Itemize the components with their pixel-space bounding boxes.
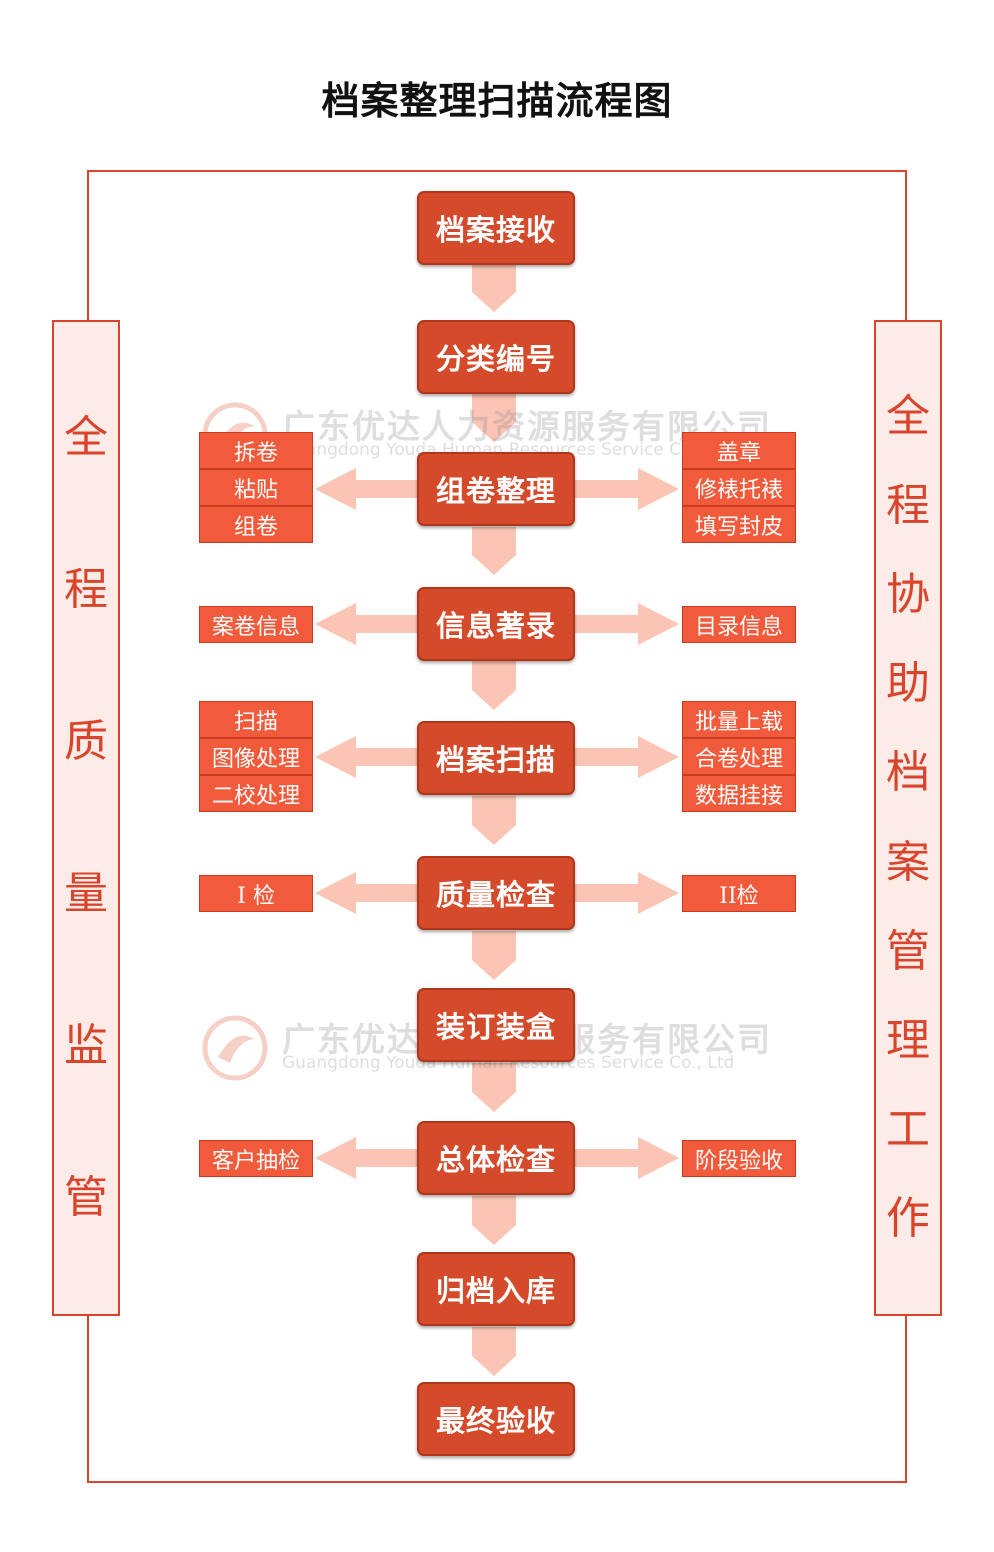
left-label-char: 程: [64, 564, 108, 615]
right-label-char: 程: [886, 479, 930, 531]
right-label-char: 理: [886, 1014, 930, 1066]
right-arrow-zujuan: [575, 468, 679, 510]
sub-item-left: I 检: [199, 875, 313, 912]
sub-item-left: 二校处理: [199, 775, 313, 812]
down-arrow-4: [472, 661, 516, 710]
sub-item-left: 粘贴: [199, 469, 313, 506]
right-label-bar: 全 程 协 助 档 案 管 理 工 作: [874, 320, 942, 1316]
right-label-char: 全: [886, 390, 930, 442]
sub-item-left: 客户抽检: [199, 1140, 313, 1177]
step-5: 档案扫描: [417, 721, 575, 795]
page-title: 档案整理扫描流程图: [321, 78, 673, 123]
right-label-char: 作: [886, 1193, 930, 1245]
sub-item-left: 组卷: [199, 506, 313, 543]
down-arrow-1: [472, 265, 516, 312]
right-arrow-saomiao: [575, 736, 679, 778]
watermark-en: Guangdong Youda Human Resources Service …: [282, 440, 735, 460]
right-label-char: 助: [886, 658, 930, 710]
left-label-char: 监: [64, 1020, 108, 1071]
left-arrow-xinxi: [315, 603, 418, 645]
left-label-bar: 全 程 质 量 监 管: [52, 320, 120, 1316]
step-4: 信息著录: [417, 587, 575, 661]
right-label-char: 档: [886, 747, 930, 799]
right-arrow-xinxi: [575, 603, 679, 645]
right-label-char: 案: [886, 836, 930, 888]
left-arrow-zongti: [315, 1137, 418, 1179]
sub-item-right: 合卷处理: [682, 738, 796, 775]
step-9: 归档入库: [417, 1252, 575, 1326]
step-2: 分类编号: [417, 320, 575, 394]
sub-item-right: 盖章: [682, 432, 796, 469]
left-label-char: 质: [64, 716, 108, 767]
sub-item-left: 拆卷: [199, 432, 313, 469]
left-label-char: 量: [64, 868, 108, 919]
sub-item-right: 阶段验收: [682, 1140, 796, 1177]
left-arrow-saomiao: [315, 736, 418, 778]
sub-item-left: 图像处理: [199, 738, 313, 775]
left-label-char: 全: [64, 412, 108, 463]
sub-item-right: 批量上载: [682, 701, 796, 738]
right-arrow-zongti: [575, 1137, 679, 1179]
right-arrow-zhiliang: [575, 872, 679, 914]
step-1: 档案接收: [417, 191, 575, 265]
sub-item-right: 修裱托裱: [682, 469, 796, 506]
down-arrow-6: [472, 931, 516, 980]
step-6: 质量检查: [417, 856, 575, 930]
sub-item-right: 目录信息: [682, 606, 796, 643]
step-10: 最终验收: [417, 1382, 575, 1456]
step-8: 总体检查: [417, 1121, 575, 1195]
right-label-char: 管: [886, 925, 930, 977]
down-arrow-7: [472, 1063, 516, 1112]
company-logo-icon: [202, 1015, 268, 1081]
down-arrow-9: [472, 1327, 516, 1376]
sub-item-left: 案卷信息: [199, 606, 313, 643]
left-arrow-zujuan: [315, 468, 418, 510]
down-arrow-3: [472, 527, 516, 575]
down-arrow-5: [472, 796, 516, 845]
down-arrow-8: [472, 1196, 516, 1245]
left-arrow-zhiliang: [315, 872, 418, 914]
step-7: 装订装盒: [417, 988, 575, 1062]
sub-item-right: II检: [682, 875, 796, 912]
right-label-char: 协: [886, 568, 930, 620]
right-label-char: 工: [886, 1104, 930, 1156]
sub-item-right: 数据挂接: [682, 775, 796, 812]
sub-item-right: 填写封皮: [682, 506, 796, 543]
step-3: 组卷整理: [417, 452, 575, 526]
down-arrow-2: [472, 394, 516, 442]
sub-item-left: 扫描: [199, 701, 313, 738]
watermark-en: Guangdong Youda Human Resources Service …: [282, 1053, 735, 1073]
left-label-char: 管: [64, 1172, 108, 1223]
